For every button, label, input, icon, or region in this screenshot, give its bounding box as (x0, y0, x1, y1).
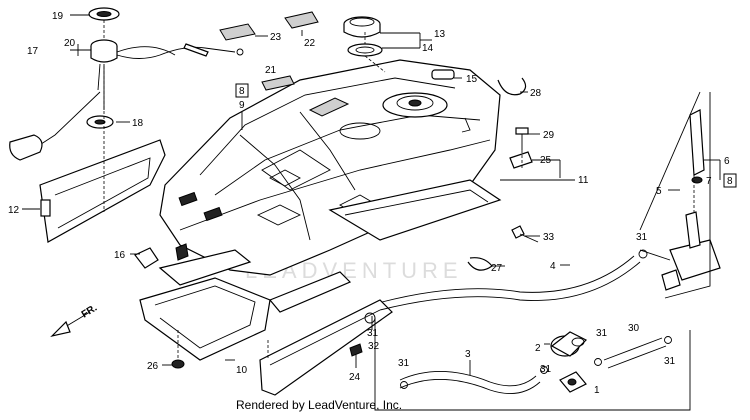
part-label-10: 10 (236, 365, 248, 376)
part-label-32: 32 (368, 341, 380, 352)
part-label-8-box-2 (723, 173, 737, 188)
hose-group-bracket (374, 318, 691, 411)
fuel-gauge-unit (90, 39, 176, 110)
part-label-8-second: 8 (727, 176, 733, 187)
fuel-hose-3 (399, 371, 541, 395)
part-label-30: 30 (628, 323, 640, 334)
fuel-gauge-cap (88, 7, 120, 21)
part-label-31-a: 31 (636, 232, 648, 243)
part-label-22: 22 (304, 38, 316, 49)
part-label-8: 8 (239, 86, 245, 97)
part-label-19: 19 (52, 11, 64, 22)
part-label-15: 15 (466, 74, 478, 85)
decal-labels (219, 11, 319, 91)
tank-cushion (431, 69, 455, 80)
part-label-31-c: 31 (596, 328, 608, 339)
part-label-3: 3 (465, 349, 471, 360)
hose-clip-28 (497, 77, 527, 96)
part-label-6: 6 (724, 156, 730, 167)
part-label-4: 4 (550, 261, 556, 272)
part-label-16: 16 (114, 250, 126, 261)
front-direction-arrow: FR. (50, 303, 100, 338)
part-label-31-d: 31 (664, 356, 676, 367)
part-label-7: 7 (706, 176, 712, 187)
fuel-strainer (559, 371, 587, 393)
fuel-filter (550, 331, 588, 357)
part-label-25: 25 (540, 155, 552, 166)
callouts (22, 14, 721, 375)
part-label-1: 1 (594, 385, 600, 396)
fuel-cap-gasket (347, 43, 383, 57)
part-label-5: 5 (656, 186, 662, 197)
part-label-8-box (235, 83, 249, 98)
direction-label: FR. (80, 303, 100, 321)
part-label-27: 27 (491, 263, 503, 274)
part-label-31-e: 31 (540, 364, 552, 375)
grommet-16 (134, 247, 159, 269)
fuel-gauge-float (9, 91, 114, 161)
leader-lines (103, 20, 695, 360)
part-label-18: 18 (132, 118, 144, 129)
part-label-14: 14 (422, 43, 434, 54)
part-label-24: 24 (349, 372, 361, 383)
clamp-27 (467, 257, 493, 271)
part-label-31-f: 31 (398, 358, 410, 369)
lower-guard-plate (139, 249, 271, 361)
nut-26 (171, 359, 185, 369)
gauge-wire-harness (116, 43, 244, 59)
fuel-cock-bracket-line (664, 92, 711, 299)
part-label-17: 17 (27, 46, 39, 57)
part-label-33: 33 (543, 232, 555, 243)
part-label-23: 23 (270, 32, 282, 43)
part-label-26: 26 (147, 361, 159, 372)
part-number-labels: 19 17 20 18 12 16 26 10 23 22 13 14 21 8… (8, 11, 737, 396)
part-label-31-b: 31 (367, 328, 379, 339)
bolt-29 (515, 127, 529, 150)
part-label-29: 29 (543, 130, 555, 141)
bracket-25 (509, 151, 533, 169)
part-label-11: 11 (578, 175, 589, 186)
bolt-33 (511, 225, 539, 243)
tank-mounting-plate (328, 179, 502, 241)
fuel-tank-body (159, 59, 501, 276)
side-cover-plate (39, 139, 166, 243)
fuel-cock-assembly (639, 109, 721, 291)
part-label-12: 12 (8, 205, 20, 216)
fuel-cap (343, 16, 381, 38)
footer-credit: Rendered by LeadVenture, Inc. (236, 398, 403, 412)
part-label-20: 20 (64, 38, 76, 49)
grommet-32 (349, 343, 363, 357)
part-label-21: 21 (265, 65, 277, 76)
part-label-13: 13 (434, 29, 446, 40)
part-label-9: 9 (239, 100, 245, 111)
skid-plate (259, 271, 393, 396)
fuel-cock-leader (639, 91, 701, 231)
part-label-2: 2 (535, 343, 541, 354)
fuel-hose-30 (603, 337, 667, 369)
part-label-28: 28 (530, 88, 542, 99)
